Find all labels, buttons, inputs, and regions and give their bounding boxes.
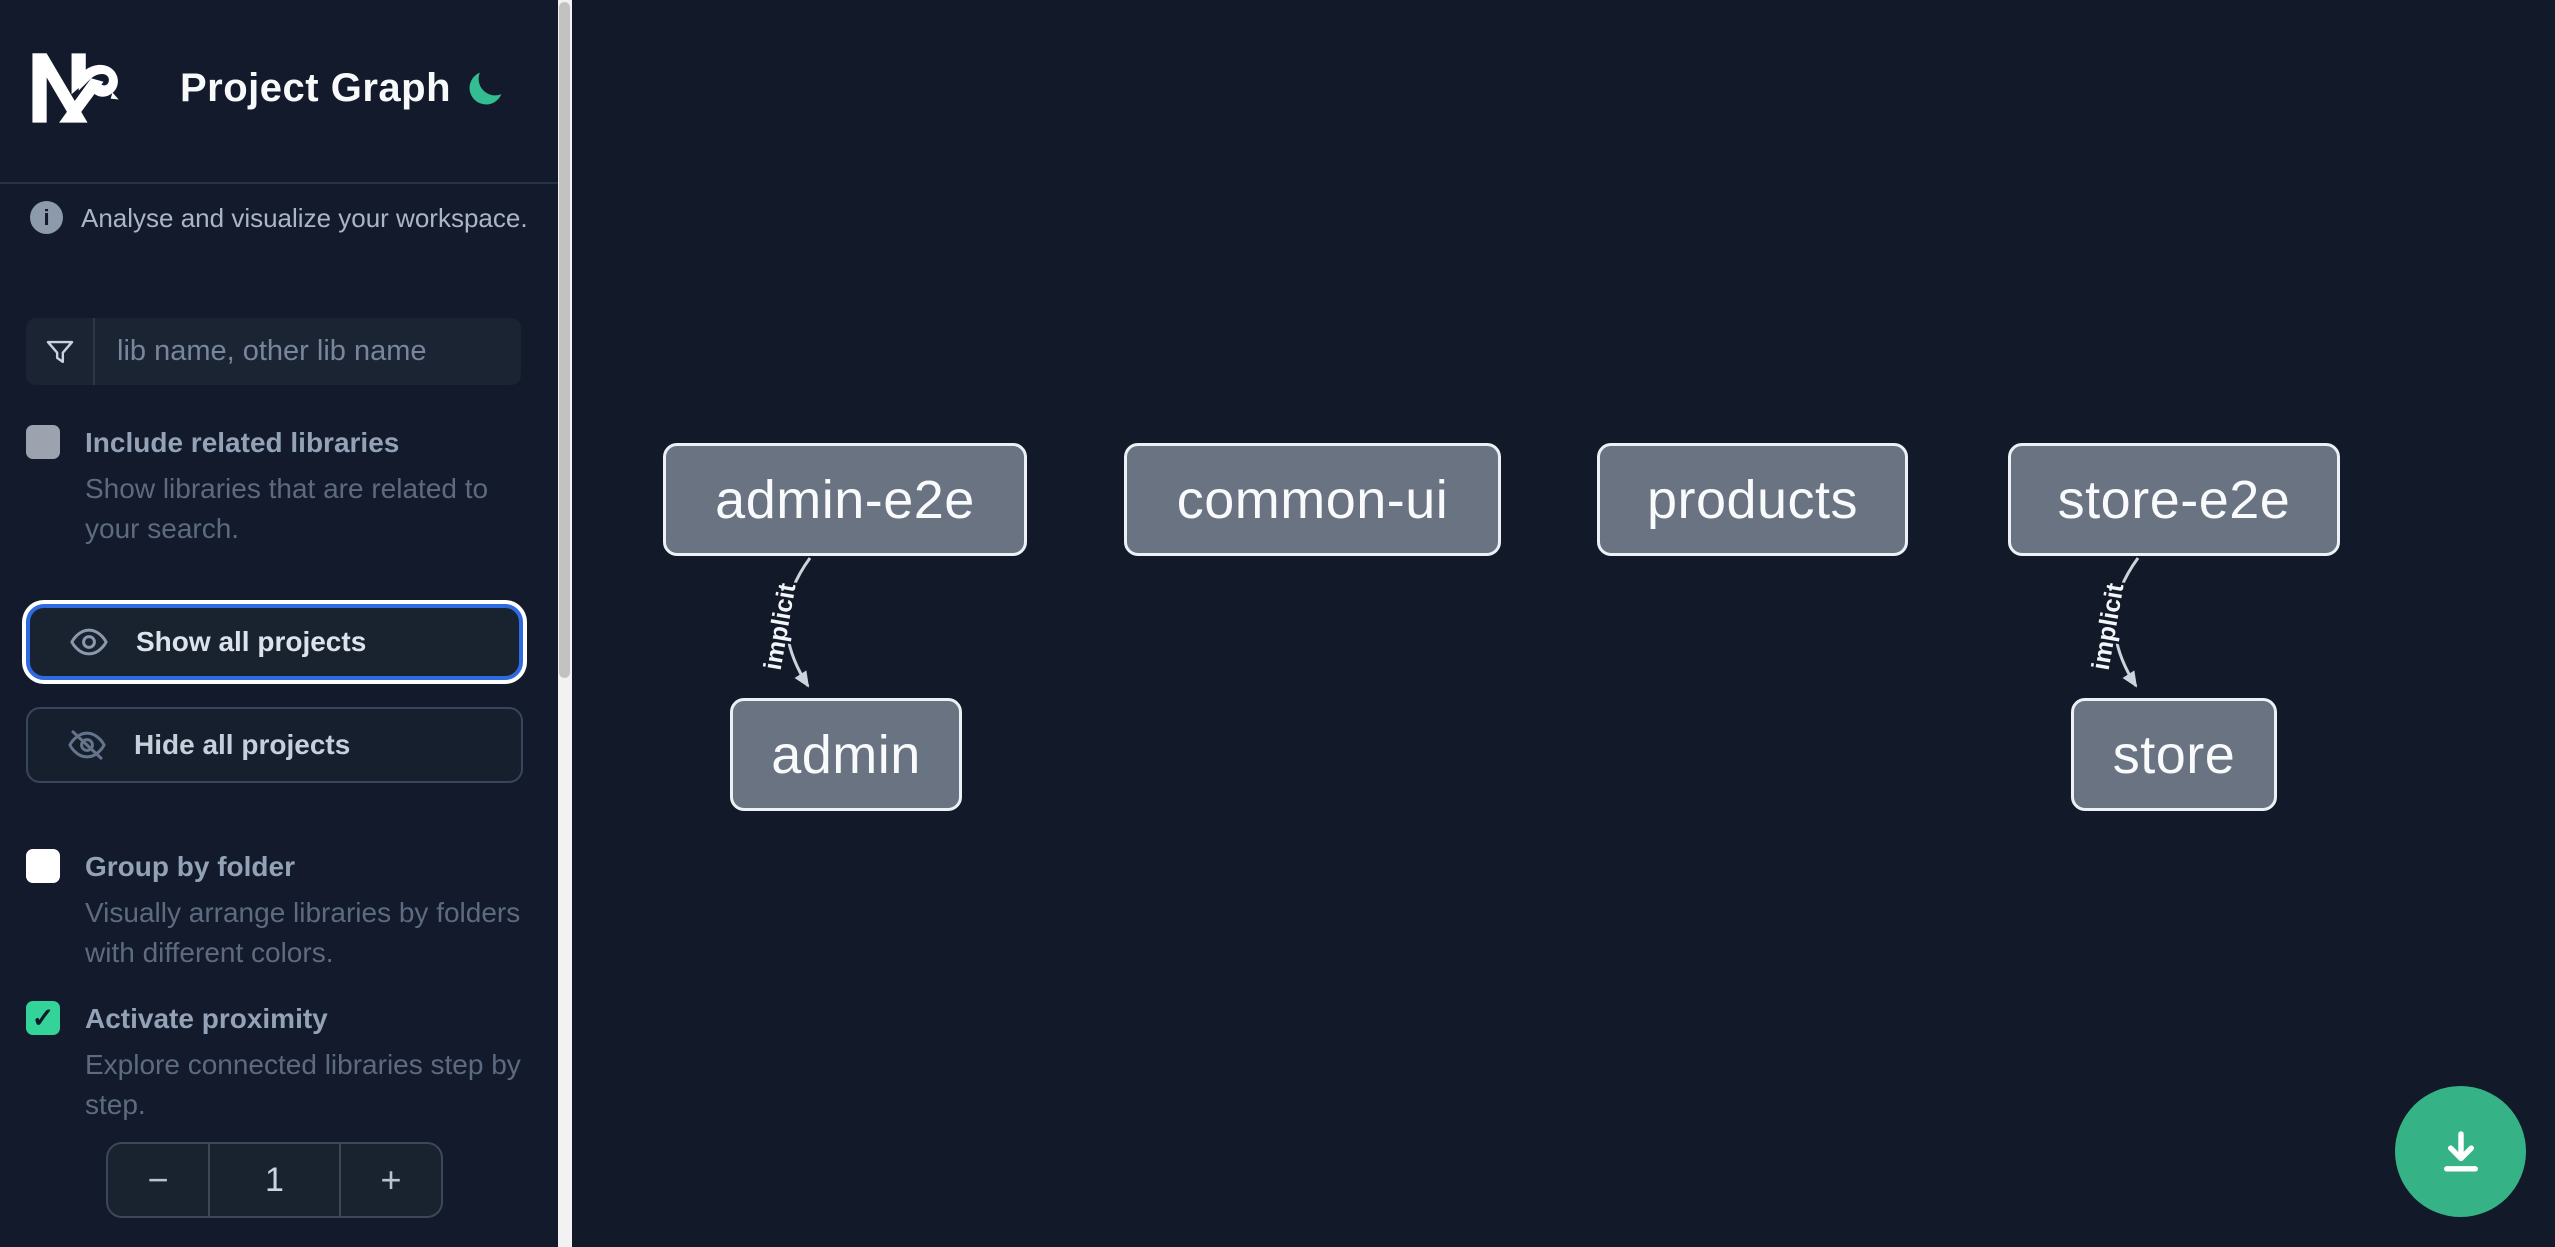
activate-proximity-label: Activate proximity (85, 1003, 328, 1034)
page-title: Project Graph (180, 66, 452, 110)
hide-all-projects-label: Hide all projects (134, 729, 351, 760)
search-input[interactable] (95, 318, 521, 385)
proximity-increment-button[interactable]: + (341, 1144, 441, 1216)
group-by-folder-label: Group by folder (85, 851, 295, 882)
project-node-admin[interactable]: admin (730, 698, 962, 811)
filter-search (26, 318, 521, 385)
project-node-store[interactable]: store (2071, 698, 2277, 811)
graph-canvas[interactable]: implicit implicit admin-e2e common-ui pr… (572, 0, 2555, 1247)
edge-admin-e2e-to-admin: implicit (756, 557, 812, 688)
include-related-description: Show libraries that are related to your … (85, 473, 489, 544)
project-node-products[interactable]: products (1597, 443, 1908, 556)
info-icon: i (30, 201, 63, 234)
sidebar-scrollbar-track[interactable] (558, 0, 572, 1247)
show-all-projects-button[interactable]: Show all projects (26, 604, 523, 680)
group-by-folder-checkbox[interactable] (26, 849, 60, 883)
activate-proximity-option: ✓ Activate proximity Explore connected l… (26, 1001, 531, 1141)
eye-icon (68, 621, 110, 663)
include-related-label: Include related libraries (85, 427, 400, 458)
proximity-value: 1 (208, 1144, 341, 1216)
funnel-icon (26, 318, 95, 385)
sidebar: Project Graph i Analyse and visualize yo… (0, 0, 558, 1247)
header-divider (0, 182, 558, 184)
edge-label-implicit: implicit (2087, 580, 2130, 672)
edge-store-e2e-to-store: implicit (2084, 557, 2140, 688)
workspace-info: i Analyse and visualize your workspace. (30, 201, 530, 234)
show-all-projects-label: Show all projects (136, 626, 367, 657)
group-by-folder-option: Group by folder Visually arrange librari… (26, 849, 531, 989)
moon-icon (469, 72, 502, 105)
graph-edges: implicit implicit (756, 557, 2140, 688)
eye-off-icon (66, 724, 108, 766)
include-related-option: Include related libraries Show libraries… (26, 425, 531, 565)
nx-logo (32, 53, 119, 123)
workspace-info-text: Analyse and visualize your workspace. (81, 203, 528, 233)
activate-proximity-description: Explore connected libraries step by step… (85, 1049, 521, 1120)
include-related-checkbox[interactable] (26, 425, 60, 459)
hide-all-projects-button[interactable]: Hide all projects (26, 707, 523, 783)
sidebar-scrollbar-thumb[interactable] (559, 2, 570, 678)
group-by-folder-description: Visually arrange libraries by folders wi… (85, 897, 521, 968)
project-node-admin-e2e[interactable]: admin-e2e (663, 443, 1027, 556)
activate-proximity-checkbox[interactable]: ✓ (26, 1001, 60, 1035)
download-icon (2443, 1130, 2478, 1172)
download-image-button[interactable] (2395, 1086, 2526, 1217)
edge-label-implicit: implicit (759, 580, 802, 672)
theme-toggle-button[interactable] (464, 66, 508, 110)
proximity-decrement-button[interactable]: − (108, 1144, 208, 1216)
proximity-stepper: − 1 + (106, 1142, 443, 1218)
project-node-common-ui[interactable]: common-ui (1124, 443, 1501, 556)
project-node-store-e2e[interactable]: store-e2e (2008, 443, 2340, 556)
